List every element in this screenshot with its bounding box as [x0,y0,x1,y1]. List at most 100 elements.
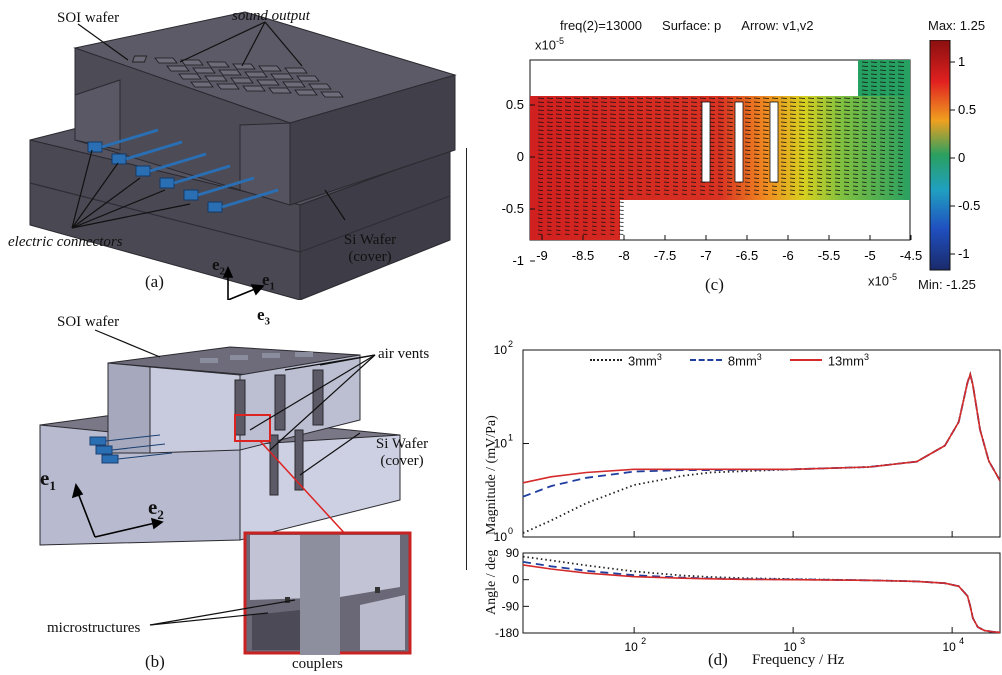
velocity-arrow [807,189,813,191]
velocity-arrow [600,153,607,155]
velocity-arrow [573,205,579,207]
sound-slit [218,69,242,76]
velocity-arrow [663,185,669,187]
axis-e1-b-letter: e [40,466,50,490]
velocity-arrow [582,189,588,191]
velocity-arrow [672,193,678,195]
velocity-arrow [744,121,751,123]
velocity-arrow [807,125,814,127]
velocity-arrow [852,101,859,103]
velocity-arrow [762,105,769,107]
velocity-arrow [690,129,697,131]
velocity-arrow [879,125,886,127]
velocity-arrow [762,141,769,143]
velocity-arrow [726,113,733,115]
velocity-arrow [537,193,543,195]
velocity-arrow [537,97,545,99]
velocity-arrow [600,165,607,167]
mag-ytick-label: 10 [494,530,508,544]
velocity-arrow [636,189,642,191]
header-surface: Surface: p [662,18,722,33]
velocity-arrow [654,129,661,131]
velocity-arrow [573,213,579,215]
velocity-arrow [897,125,904,127]
velocity-arrow [879,97,886,99]
velocity-arrow [870,93,877,95]
velocity-arrow [609,213,615,215]
velocity-arrow [681,169,688,171]
velocity-arrow [879,77,886,79]
velocity-arrow [726,169,733,171]
axis-e1-b: e1 [40,466,56,494]
velocity-arrow [636,173,643,175]
velocity-arrow [573,197,579,199]
velocity-arrow [789,113,796,115]
velocity-arrow [726,161,733,163]
velocity-arrow [636,141,643,143]
velocity-arrow [717,177,724,179]
si-wafer-b-line2: (cover) [380,453,424,469]
velocity-arrow [618,137,625,139]
phase-xtick-label: 10 [783,640,797,654]
velocity-arrow [690,161,697,163]
velocity-arrow [789,177,796,179]
velocity-arrow [726,189,732,191]
velocity-arrow [726,153,733,155]
velocity-arrow [753,113,760,115]
velocity-arrow [672,105,679,107]
series-line-2 [522,371,1001,484]
phase-xtick-exp: 2 [641,636,646,646]
velocity-arrow [582,209,588,211]
velocity-arrow [681,113,688,115]
velocity-arrow [645,117,652,119]
velocity-arrow [582,221,588,223]
velocity-arrow [807,185,813,187]
velocity-arrow [717,113,724,115]
velocity-arrow [861,165,867,167]
velocity-arrow [870,137,877,139]
velocity-arrow [726,101,733,103]
label-microstructures: microstructures [47,620,141,636]
velocity-arrow [780,149,787,151]
velocity-arrow [861,93,868,95]
velocity-arrow [600,205,606,207]
velocity-arrow [636,145,643,147]
velocity-arrow [789,157,796,159]
velocity-arrow [681,185,687,187]
velocity-arrow [870,193,876,195]
velocity-arrow [537,201,543,203]
velocity-arrow [843,125,850,127]
mag-ytick-exp: 0 [508,526,513,536]
velocity-arrow [798,185,804,187]
velocity-arrow [753,161,760,163]
velocity-arrow [573,209,579,211]
velocity-arrow [591,153,598,155]
sound-slit [190,81,214,88]
velocity-arrow [897,121,904,123]
velocity-arrow [681,153,688,155]
velocity-arrow [546,97,554,99]
velocity-arrow [888,125,895,127]
velocity-arrow [708,193,714,195]
connector-trace [173,164,231,185]
velocity-arrow [645,145,652,147]
velocity-arrow [744,185,750,187]
velocity-arrow [897,105,904,107]
velocity-arrow [564,193,570,195]
velocity-arrow [546,137,553,139]
velocity-arrow [843,177,850,179]
velocity-arrow [717,145,724,147]
velocity-arrow [636,177,643,179]
velocity-arrow [546,185,552,187]
velocity-arrow [618,217,624,219]
velocity-arrow [609,169,616,171]
velocity-arrow [825,177,832,179]
velocity-arrow [555,157,562,159]
velocity-arrow [582,169,589,171]
velocity-arrow [609,233,615,235]
sound-slit [192,67,216,74]
velocity-arrow [897,61,905,63]
series-line-1 [522,371,1001,498]
velocity-arrow [582,137,589,139]
velocity-arrow [573,157,580,159]
